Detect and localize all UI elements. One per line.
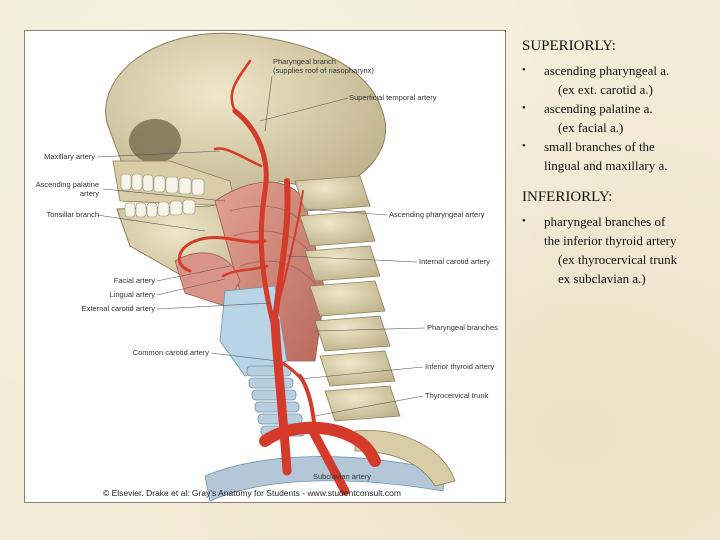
label-ascending-pharyngeal: Ascending pharyngeal artery [389,210,485,219]
ascending-pharyngeal-artery [274,190,304,317]
arteries [177,59,381,496]
lower-teeth [124,199,196,218]
subclavian-artery [259,421,381,467]
heading-superiorly: SUPERIORLY: [522,38,616,54]
bullet-icon: • [522,215,526,227]
label-inferior-thyroid: Inferior thyroid artery [425,362,495,371]
label-lingual: Lingual artery [109,290,155,299]
anatomy-figure: Pharyngeal branch (supplies roof of naso… [24,30,506,503]
figure-credit: © Elsevier. Drake et al: Gray's Anatomy … [103,488,401,498]
clavicle [204,456,446,502]
label-ascending-palatine-1: Ascending palatine [35,180,99,189]
facial-artery [177,236,267,273]
label-thyrocervical: Thyrocervical trunk [425,391,489,400]
external-carotid-artery [232,108,276,326]
superficial-temporal-artery [230,59,252,113]
cervical-spine [294,175,401,422]
label-external-carotid: External carotid artery [81,304,155,313]
anatomy-illustration [96,32,456,502]
bullet-icon: • [522,140,526,152]
label-ascending-palatine-2: artery [79,189,99,198]
lingual-artery [221,264,269,278]
bullet-icon: • [522,102,526,114]
label-pharyngeal-branches: Pharyngeal branches [427,323,498,332]
label-pharyngeal-branch-note: (supplies roof of nasopharynx) [273,66,374,75]
label-common-carotid: Common carotid artery [132,348,209,357]
bullet-icon: • [522,64,526,76]
list-item: • ascending pharyngeal a. (ex ext. carot… [522,63,670,97]
superiorly-list: • ascending pharyngeal a. (ex ext. carot… [522,61,718,175]
label-internal-carotid: Internal carotid artery [419,257,490,266]
label-subclavian: Subclavian artery [313,472,371,481]
heading-inferiorly: INFERIORLY: [522,189,613,205]
label-facial: Facial artery [113,276,155,285]
list-item: • pharyngeal branches of the inferior th… [522,214,678,286]
orbit [129,119,181,163]
list-item: • ascending palatine a. (ex facial a.) [522,101,653,135]
leader-lines [96,75,426,477]
list-item: • small branches of the lingual and maxi… [522,139,668,173]
label-maxillary: Maxillary artery [44,152,95,161]
label-pharyngeal-branch: Pharyngeal branch [273,57,336,66]
text-panel: SUPERIORLY: • ascending pharyngeal a. (e… [522,38,718,288]
internal-carotid-artery [272,178,291,324]
common-carotid-artery [270,316,292,476]
label-tonsillar: Tonsillar branch [46,210,99,219]
upper-teeth [120,173,205,196]
inferiorly-list: • pharyngeal branches of the inferior th… [522,212,718,288]
label-superficial-temporal: Superficial temporal artery [349,93,437,102]
maxillary-artery [213,147,263,168]
